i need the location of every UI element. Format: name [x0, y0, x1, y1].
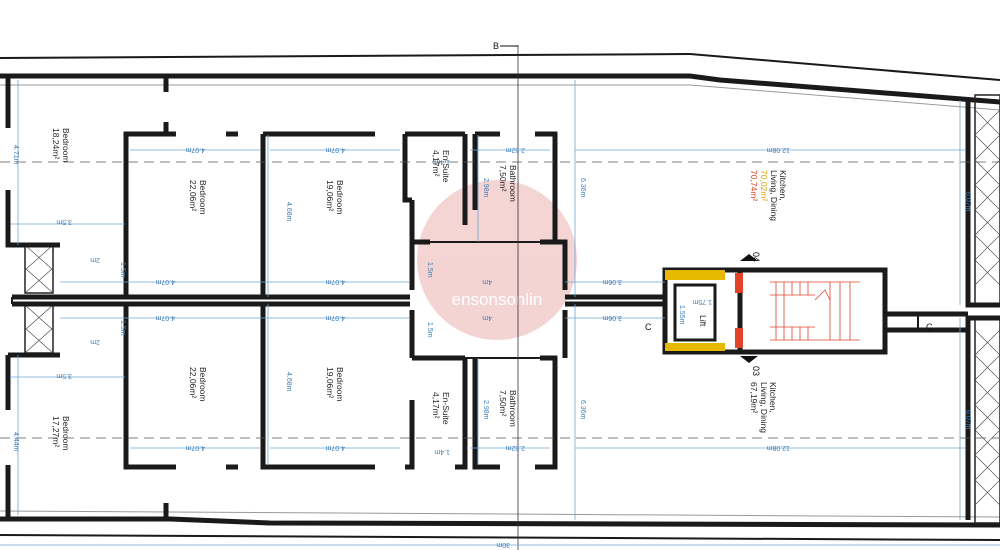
dimension-texts: 4.71m 4.44m 3.5m 3.5m 4.07m 4.07m 4.07m … [12, 145, 971, 548]
room-area-bedroom-u2: 19,06m² [325, 180, 335, 211]
dimension-lines [0, 80, 1000, 546]
room-area-bedroom-l1: 22,06m² [188, 367, 198, 398]
room-area-bath-u: 7,50m² [498, 165, 508, 192]
section-mark-c-left: C [645, 322, 652, 332]
dim-636a: 6.36m [579, 178, 586, 198]
room-area-bedroom-ul: 18,24m² [51, 128, 61, 159]
section-mark-c-right-upper: C [926, 322, 933, 332]
dim-298a: 2.98m [482, 178, 489, 198]
room-name-kitchen-u: Kitchen, [778, 170, 788, 201]
center-lines [0, 45, 1000, 550]
dim-306b: 3.06m [602, 314, 622, 321]
room-name-bedroom-u1: Bedroom [198, 180, 208, 215]
room-area-old-kitchen-u: 70,02m² [759, 170, 769, 201]
room-name-bedroom-ul: Bedroom [61, 128, 71, 163]
dim-1208a: 12.08m [766, 146, 790, 153]
dim-407e: 4.07m [155, 278, 175, 285]
dim-30: 30m [496, 541, 510, 548]
dim-407f: 4.07m [325, 278, 345, 285]
dim-607a: 6.07m [964, 192, 971, 212]
corridor-walls [11, 294, 968, 333]
dim-607b: 6.07m [964, 410, 971, 430]
room-name-bedroom-l2: Bedroom [335, 367, 345, 402]
outer-walls [0, 53, 1000, 541]
watermark-circle [417, 180, 577, 340]
upper-bedroom-walls [123, 122, 568, 297]
room-name-bath-l: Bathroom [508, 390, 518, 427]
dim-15a: 1.5m [119, 262, 126, 278]
dim-407d: 4.07m [325, 444, 345, 451]
room-name2-kitchen-u: Living, Dining [769, 170, 779, 221]
room-name-bedroom-ll: Bedroom [61, 416, 71, 451]
dim-252a: 2.52m [505, 146, 525, 153]
dim-407h: 4.07m [325, 314, 345, 321]
room-area-bedroom-ll: 17,27m² [51, 416, 61, 447]
dim-298b: 2.98m [482, 400, 489, 420]
room-name2-kitchen-l: Living, Dining [759, 382, 769, 433]
room-name-bedroom-u2: Bedroom [335, 180, 345, 215]
room-area-bath-l: 7,50m² [498, 390, 508, 417]
room-area-kitchen-u: 70,74m² [749, 170, 759, 201]
dim-2a: 2m [90, 256, 100, 263]
left-bedroom-walls [5, 76, 169, 519]
dim-4b: 4m [482, 314, 492, 321]
watermark-text: ensonsonlin [452, 290, 543, 309]
dim-471: 4.71m [12, 145, 19, 165]
room-name-ensuite-l: En-Suite [441, 392, 451, 425]
dim-252b: 2.52m [505, 444, 525, 451]
dim-636b: 6.36m [579, 400, 586, 420]
dim-444: 4.44m [12, 432, 19, 452]
room-area-ensuite-l: 4,17m² [431, 392, 441, 419]
dim-407c: 4.07m [185, 444, 205, 451]
dim-468b: 4.68m [285, 372, 292, 392]
lower-bedroom-walls [123, 304, 568, 470]
dim-15c: 1.5m [426, 262, 433, 278]
stair-core [662, 254, 888, 363]
dim-14b: 1.4m [434, 448, 450, 455]
dim-407a: 4.07m [185, 146, 205, 153]
dim-35a: 3.5m [56, 218, 72, 225]
right-columns [965, 94, 1000, 524]
dim-14a: 1.4m [434, 158, 450, 165]
room-area-bedroom-u1: 22,06m² [188, 180, 198, 211]
dim-35b: 3.5m [56, 372, 72, 379]
watermark: ensonsonlin [417, 180, 577, 340]
dim-468a: 4.68m [285, 202, 292, 222]
room-area-kitchen-l: 67,19m² [749, 382, 759, 413]
dim-407g: 4.07m [155, 314, 175, 321]
dim-4a: 4m [482, 278, 492, 285]
room-area-bedroom-l2: 19,06m² [325, 367, 335, 398]
room-name-bedroom-l1: Bedroom [198, 367, 208, 402]
dim-175: 1.75m [692, 298, 712, 305]
section-mark-b: B [493, 41, 499, 51]
apartment-number-03: 03 [751, 366, 761, 376]
dim-407b: 4.07m [325, 146, 345, 153]
dim-15b: 1.5m [119, 320, 126, 336]
apartment-number-04: 04 [751, 252, 761, 262]
room-name-bath-u: Bathroom [508, 165, 518, 202]
lift-label: Lift [698, 315, 708, 327]
room-area-ensuite-u: 4,17m² [431, 150, 441, 177]
dim-15d: 1.5m [426, 322, 433, 338]
dim-306a: 3.06m [602, 278, 622, 285]
dim-1208b: 12.08m [766, 444, 790, 451]
room-name-kitchen-l: Kitchen, [768, 382, 778, 413]
dim-155: 1.55m [678, 305, 685, 325]
room-name-ensuite-u: En-Suite [441, 150, 451, 183]
dim-2b: 2m [90, 338, 100, 345]
